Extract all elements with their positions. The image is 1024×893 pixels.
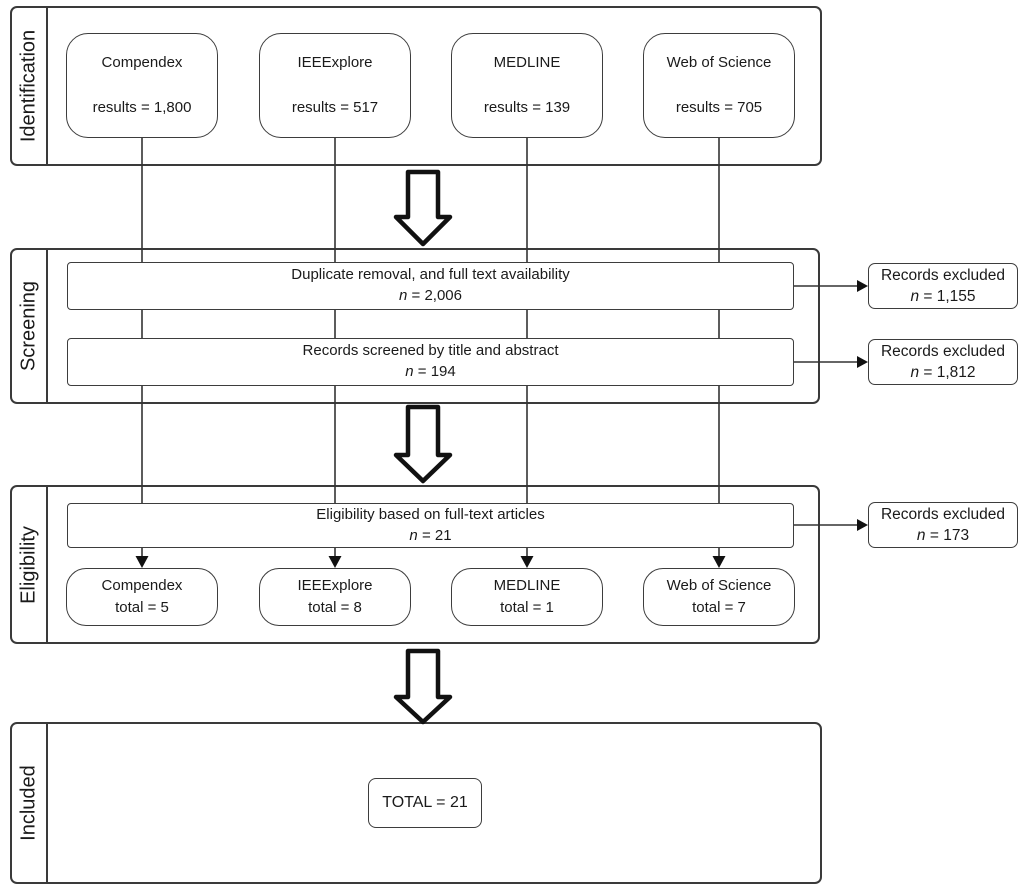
excluded-label: Records excluded: [880, 505, 1006, 523]
stage-eligibility: Eligibility: [10, 485, 820, 644]
stage-label-strip: Eligibility: [12, 487, 48, 642]
n-symbol: n: [409, 526, 418, 544]
screening-duplicate-removal-box: Duplicate removal, and full text availab…: [67, 262, 794, 310]
source-name: MEDLINE: [493, 576, 561, 594]
source-results: results = 517: [291, 98, 379, 116]
n-value: = 21: [421, 526, 452, 544]
stage-label-eligibility: Eligibility: [17, 525, 40, 604]
stage-label-included: Included: [17, 765, 40, 841]
stage-identification: Identification: [10, 6, 822, 166]
n-symbol: n: [399, 287, 408, 304]
source-total: total = 1: [500, 598, 554, 616]
process-label: Eligibility based on full-text articles: [316, 505, 545, 523]
n-value: = 2,006: [411, 287, 462, 304]
excluded-label: Records excluded: [880, 342, 1006, 360]
source-name: Compendex: [101, 576, 183, 594]
source-box-web-of-science: Web of Science results = 705: [643, 33, 795, 138]
n-value: = 173: [929, 527, 970, 544]
stage-label-strip: Screening: [12, 250, 48, 402]
source-total: total = 7: [692, 598, 746, 616]
arrowhead-icon: [857, 280, 868, 531]
excluded-label: Records excluded: [880, 266, 1006, 284]
included-total-box: TOTAL = 21: [368, 778, 482, 828]
n-symbol: n: [916, 527, 926, 544]
excluded-count: n = 173: [917, 525, 969, 546]
source-total: total = 8: [308, 598, 362, 616]
process-label: Records screened by title and abstract: [302, 342, 559, 360]
source-name: IEEExplore: [297, 576, 373, 594]
records-excluded-box-2: Records excluded n = 1,812: [868, 339, 1018, 385]
source-name: MEDLINE: [493, 53, 561, 71]
screening-title-abstract-box: Records screened by title and abstract n…: [67, 338, 794, 386]
stage-label-screening: Screening: [17, 280, 40, 372]
records-excluded-box-3: Records excluded n = 173: [868, 502, 1018, 548]
source-name: Compendex: [101, 53, 183, 71]
excluded-count: n = 1,155: [910, 286, 975, 307]
n-symbol: n: [910, 364, 920, 381]
down-arrow-icon: [393, 648, 453, 725]
n-symbol: n: [405, 363, 414, 380]
stage-label-identification: Identification: [17, 29, 40, 143]
total-box-ieeexplore: IEEExplore total = 8: [259, 568, 411, 626]
source-total: total = 5: [115, 598, 169, 616]
source-name: IEEExplore: [297, 53, 373, 71]
stage-label-strip: Included: [12, 724, 48, 882]
included-total-label: TOTAL = 21: [382, 793, 468, 811]
n-value: = 194: [417, 363, 456, 380]
n-symbol: n: [910, 288, 920, 305]
n-value: = 1,812: [923, 364, 976, 381]
process-count: n = 194: [405, 362, 455, 383]
process-count: n = 2,006: [399, 286, 462, 307]
source-box-compendex: Compendex results = 1,800: [66, 33, 218, 138]
source-box-ieeexplore: IEEExplore results = 517: [259, 33, 411, 138]
down-arrow-icon: [393, 404, 453, 484]
total-box-web-of-science: Web of Science total = 7: [643, 568, 795, 626]
source-box-medline: MEDLINE results = 139: [451, 33, 603, 138]
total-box-compendex: Compendex total = 5: [66, 568, 218, 626]
total-box-medline: MEDLINE total = 1: [451, 568, 603, 626]
process-label: Duplicate removal, and full text availab…: [291, 266, 570, 284]
source-name: Web of Science: [666, 576, 772, 594]
source-results: results = 1,800: [92, 98, 192, 116]
n-value: = 1,155: [923, 288, 976, 305]
source-name: Web of Science: [666, 53, 772, 71]
source-results: results = 139: [483, 98, 571, 116]
stage-label-strip: Identification: [12, 8, 48, 164]
eligibility-fulltext-box: Eligibility based on full-text articles …: [67, 503, 794, 548]
source-results: results = 705: [675, 98, 763, 116]
process-count: n = 21: [409, 526, 451, 547]
stage-screening: Screening: [10, 248, 820, 404]
records-excluded-box-1: Records excluded n = 1,155: [868, 263, 1018, 309]
excluded-count: n = 1,812: [910, 362, 975, 383]
down-arrow-icon: [393, 169, 453, 247]
